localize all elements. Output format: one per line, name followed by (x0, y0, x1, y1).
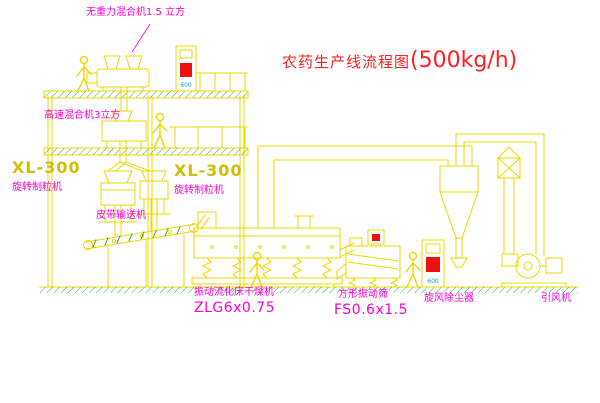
y-distribution-pipe (107, 161, 151, 172)
label-granulator-center-name: 旋转制粒机 (174, 185, 224, 196)
label-cyclone: 旋风除尘器 (424, 293, 474, 304)
control-cabinet-ground: 600 (421, 239, 445, 288)
label-granulator-center-model: XL-300 (174, 161, 243, 180)
gravity-free-mixer (86, 55, 150, 112)
label-belt-conveyor: 皮带输送机 (96, 210, 146, 221)
cyclone-outlet-duct (455, 133, 545, 257)
induced-draft-fan (501, 253, 567, 288)
drawing-title: 农药生产线流程图(500kg/h) (282, 48, 517, 73)
ground (39, 286, 579, 293)
cabinet-ground-label: 600 (427, 278, 439, 285)
label-granulator-left-name: 旋转制粒机 (12, 182, 62, 193)
granulator-right (137, 170, 171, 232)
label-dryer-model: ZLG6x0.75 (194, 300, 276, 316)
title-capacity: (500kg/h) (410, 48, 518, 73)
high-speed-mixer (101, 110, 147, 163)
label-mixer-highspeed: 高速混合机3立方 (44, 110, 121, 121)
granulator-left (98, 170, 138, 237)
control-cabinet-top: 600 (175, 45, 197, 92)
label-fan: 引风机 (541, 293, 571, 304)
title-text: 农药生产线流程图 (282, 53, 411, 71)
worker-figure-platform (76, 55, 92, 92)
belt-conveyor (83, 214, 210, 288)
leader-line-mixer-top (131, 23, 151, 53)
fluid-bed-dryer (191, 211, 355, 288)
worker-figure-ground-right (405, 251, 421, 288)
worker-figure-second-floor (152, 112, 168, 149)
cabinet-top-label: 600 (180, 82, 192, 89)
exhaust-stack (497, 146, 521, 255)
label-screen-name: 方形振动筛 (338, 289, 388, 300)
label-mixer-top: 无重力混合机1.5 立方 (86, 7, 186, 18)
label-dryer-name: 振动流化床干燥机 (194, 287, 274, 298)
exhaust-duct (257, 145, 473, 229)
label-granulator-left-model: XL-300 (12, 158, 81, 177)
label-screen-model: FS0.6x1.5 (334, 302, 409, 318)
building-frame (43, 72, 249, 288)
square-vibrating-screen (336, 229, 401, 288)
cyclone-separator (439, 165, 479, 268)
